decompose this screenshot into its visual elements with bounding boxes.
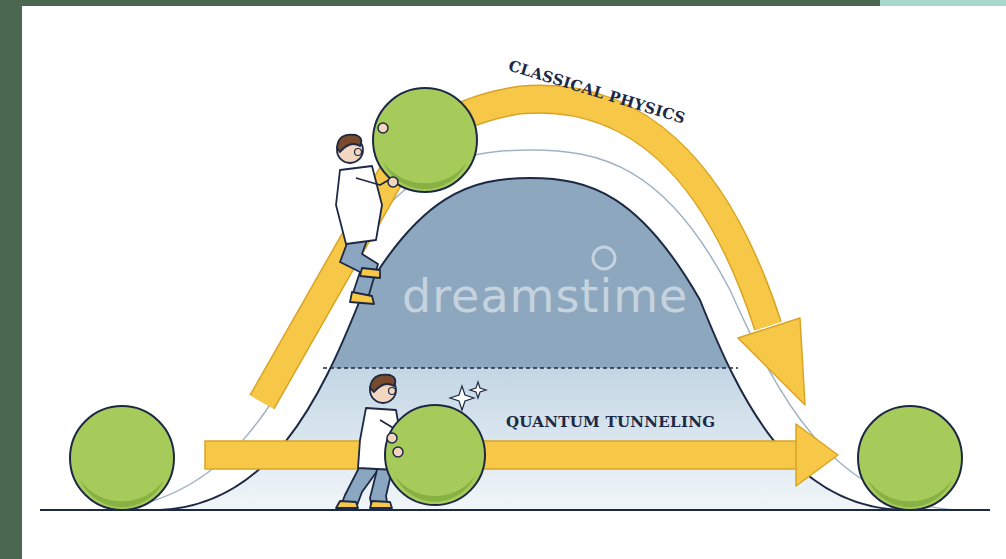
frame-bar xyxy=(0,0,880,6)
barrier-lower-zone xyxy=(100,368,960,510)
frame-bar xyxy=(880,0,1006,6)
energy-level-line xyxy=(323,367,738,368)
ball xyxy=(70,406,174,510)
classical-arrow-edge xyxy=(262,99,768,402)
sparkle xyxy=(470,382,486,398)
classical-arrow xyxy=(262,99,768,402)
ball xyxy=(385,405,485,505)
ball xyxy=(373,88,477,192)
energy-barrier xyxy=(160,178,900,510)
frame-bar xyxy=(0,0,22,559)
tunneling-arrow xyxy=(205,441,800,469)
ground-line xyxy=(40,509,990,511)
scientist-pushing xyxy=(336,375,405,508)
ball xyxy=(858,406,962,510)
arrow-label: QUANTUM TUNNELING xyxy=(506,414,715,431)
watermark: dreamstime xyxy=(402,271,688,322)
tunneling-arrowhead xyxy=(796,424,838,486)
scientist-hands xyxy=(387,433,403,457)
watermark-logo xyxy=(593,247,615,269)
scientist-hands xyxy=(378,123,398,187)
classical-arrowhead xyxy=(738,318,805,405)
barrier-outline xyxy=(160,178,900,510)
halo-line xyxy=(100,150,960,510)
